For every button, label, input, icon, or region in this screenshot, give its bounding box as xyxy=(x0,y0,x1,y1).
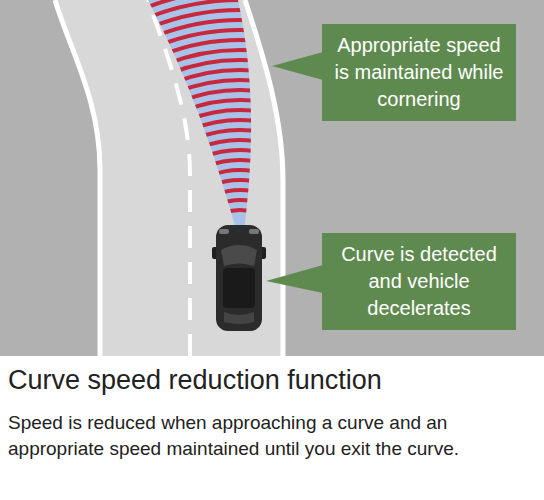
sensor-wave xyxy=(160,170,320,330)
sensor-wave xyxy=(170,180,310,320)
sensor-wave xyxy=(140,150,340,350)
sensor-wave xyxy=(130,140,350,360)
callout-pointer xyxy=(272,52,323,80)
title: Curve speed reduction function xyxy=(8,364,538,396)
car xyxy=(212,225,266,331)
road-edge-line xyxy=(55,0,100,356)
ground xyxy=(0,0,544,356)
callout-text: Appropriate speed is maintained while co… xyxy=(332,32,506,113)
sensor-wave xyxy=(150,160,330,340)
sensor-wave xyxy=(180,190,300,310)
road-surface xyxy=(55,0,283,356)
callout-pointer xyxy=(266,265,323,293)
callout-box: Curve is detected and vehicle decelerate… xyxy=(322,233,516,330)
caption: Speed is reduced when approaching a curv… xyxy=(8,410,538,462)
callout-box: Appropriate speed is maintained while co… xyxy=(322,24,516,121)
callout-text: Curve is detected and vehicle decelerate… xyxy=(332,241,506,322)
